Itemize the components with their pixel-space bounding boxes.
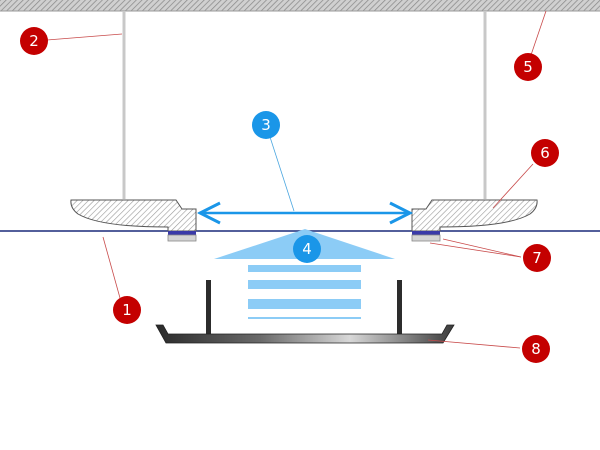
flange-right (411, 199, 538, 232)
callout-4: 4 (293, 235, 321, 263)
callout-4-label: 4 (302, 240, 312, 258)
flange-left (70, 199, 197, 232)
leader-5 (530, 10, 547, 56)
callout-8: 8 (522, 335, 550, 363)
diffuser-post-right (397, 280, 402, 335)
leader-lines (46, 10, 547, 349)
diffuser-post-left (206, 280, 211, 335)
leader-7b (429, 242, 522, 258)
callout-2: 2 (20, 27, 48, 55)
callout-1: 1 (113, 296, 141, 324)
leader-1 (102, 236, 121, 299)
callout-3-label: 3 (261, 116, 271, 134)
gasket-left (167, 231, 197, 242)
callout-5-label: 5 (523, 58, 533, 76)
leader-3 (269, 136, 295, 212)
leader-6 (492, 163, 534, 209)
leader-2 (46, 33, 123, 41)
leader-7a (442, 238, 522, 258)
gasket-right (411, 231, 441, 242)
diffuser-plate (155, 324, 455, 344)
ceiling-slab (0, 0, 600, 11)
callout-1-label: 1 (122, 301, 132, 319)
callout-7: 7 (523, 244, 551, 272)
callout-2-label: 2 (29, 32, 39, 50)
callout-6: 6 (531, 139, 559, 167)
callout-6-label: 6 (540, 144, 550, 162)
callout-7-label: 7 (532, 249, 542, 267)
callout-3: 3 (252, 111, 280, 139)
callout-8-label: 8 (531, 340, 541, 358)
leader-8 (427, 339, 521, 349)
callout-5: 5 (514, 53, 542, 81)
